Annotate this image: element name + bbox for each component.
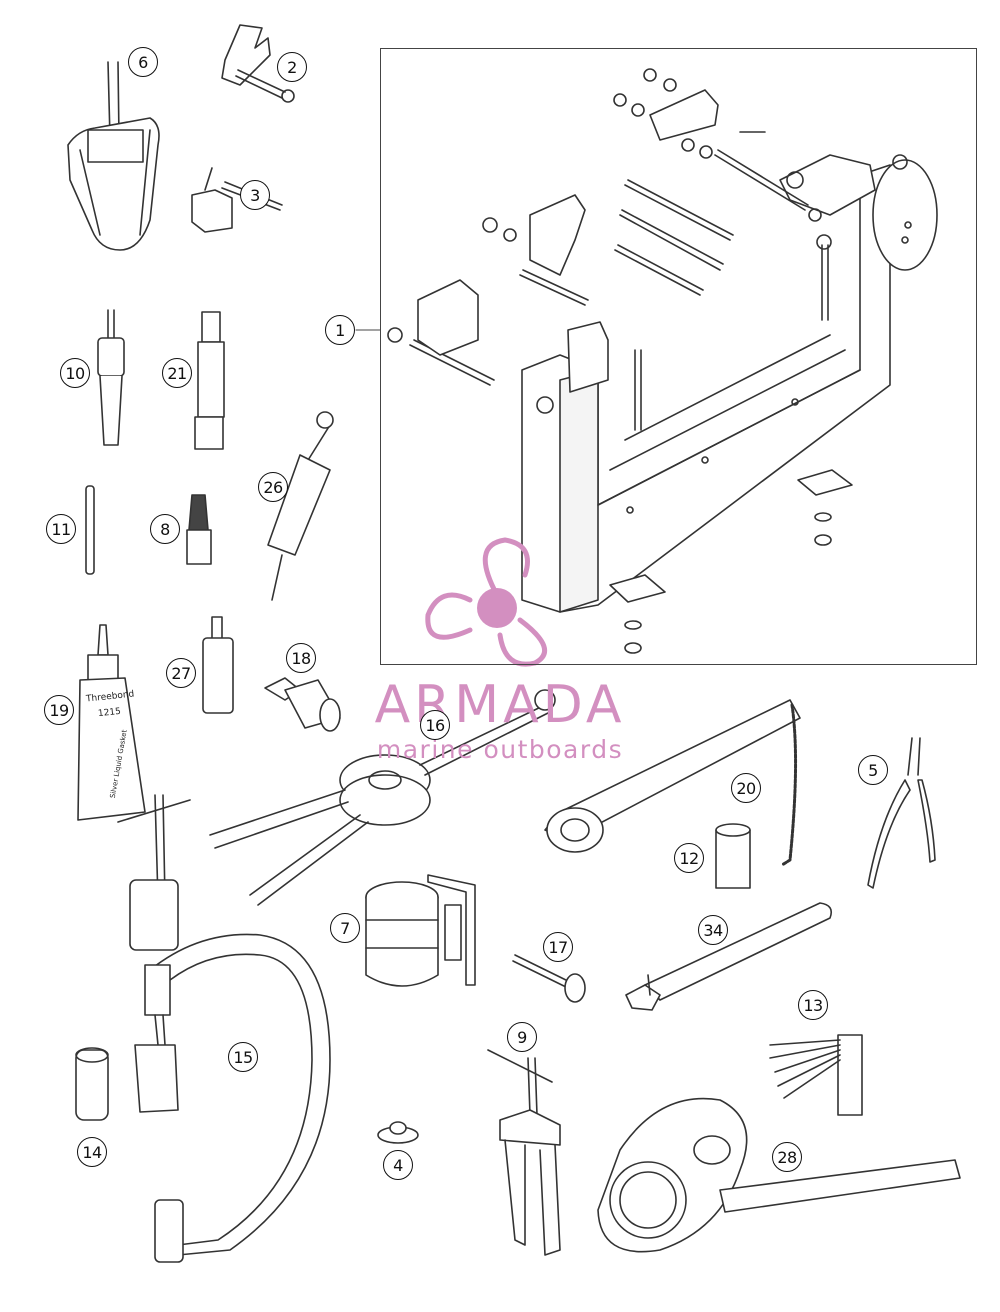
callout-6: 6 bbox=[128, 47, 158, 77]
callout-15: 15 bbox=[228, 1042, 258, 1072]
pin-punch-drawing bbox=[85, 485, 95, 575]
gear-puller-drawing bbox=[67, 61, 160, 251]
ring-compressor-drawing bbox=[365, 874, 476, 987]
engine-stand-drawing bbox=[387, 68, 938, 654]
callout-26: 26 bbox=[258, 472, 288, 502]
callout-5: 5 bbox=[858, 755, 888, 785]
drift-punch-drawing bbox=[194, 311, 225, 450]
callout-17: 17 bbox=[543, 932, 573, 962]
callout-4: 4 bbox=[383, 1150, 413, 1180]
bushing-drawing bbox=[715, 823, 751, 889]
callout-16: 16 bbox=[420, 710, 450, 740]
callout-13: 13 bbox=[798, 990, 828, 1020]
spanner-drawing bbox=[625, 902, 833, 1011]
callout-18: 18 bbox=[286, 643, 316, 673]
callout-11: 11 bbox=[46, 514, 76, 544]
callout-28: 28 bbox=[772, 1142, 802, 1172]
slide-hammer-drawing bbox=[97, 309, 125, 446]
callout-27: 27 bbox=[166, 658, 196, 688]
gasket-tube-drawing bbox=[77, 624, 146, 821]
callout-2: 2 bbox=[277, 52, 307, 82]
sealant-bottle-drawing bbox=[202, 616, 234, 714]
callout-21: 21 bbox=[162, 358, 192, 388]
propeller-logo bbox=[425, 537, 547, 667]
grease-syringe-drawing bbox=[267, 411, 334, 601]
adapter-drawing bbox=[264, 677, 341, 732]
seal-cap-drawing bbox=[377, 1121, 419, 1144]
callout-14: 14 bbox=[77, 1137, 107, 1167]
valve-spring-compressor-drawing bbox=[117, 794, 331, 1263]
flywheel-holder-drawing bbox=[209, 689, 556, 906]
callout-20: 20 bbox=[731, 773, 761, 803]
engine-stand-frame bbox=[380, 48, 977, 665]
callout-9: 9 bbox=[507, 1022, 537, 1052]
thread-locker-drawing bbox=[186, 494, 212, 565]
clutch-holder-drawing bbox=[597, 1097, 961, 1253]
callout-34: 34 bbox=[698, 915, 728, 945]
brand-name: ARMADA bbox=[374, 675, 626, 735]
callout-1: 1 bbox=[325, 315, 355, 345]
callout-10: 10 bbox=[60, 358, 90, 388]
chain-wrench-drawing bbox=[544, 699, 801, 867]
circlip-pliers-drawing bbox=[867, 737, 936, 889]
callout-7: 7 bbox=[330, 913, 360, 943]
feeler-gauge-drawing bbox=[769, 1034, 863, 1116]
callout-8: 8 bbox=[150, 514, 180, 544]
callout-19: 19 bbox=[44, 695, 74, 725]
sleeve-drawing bbox=[75, 1047, 109, 1121]
brand-watermark: ARMADA marine outboards bbox=[330, 675, 670, 765]
adjuster-tool-drawing bbox=[512, 954, 586, 1003]
callout-3: 3 bbox=[240, 180, 270, 210]
bracket-tool-drawing bbox=[191, 167, 283, 233]
callout-12: 12 bbox=[674, 843, 704, 873]
bearing-puller-drawing bbox=[487, 1049, 561, 1256]
brand-tagline: marine outboards bbox=[376, 735, 624, 764]
lever-tool-drawing bbox=[221, 24, 295, 103]
